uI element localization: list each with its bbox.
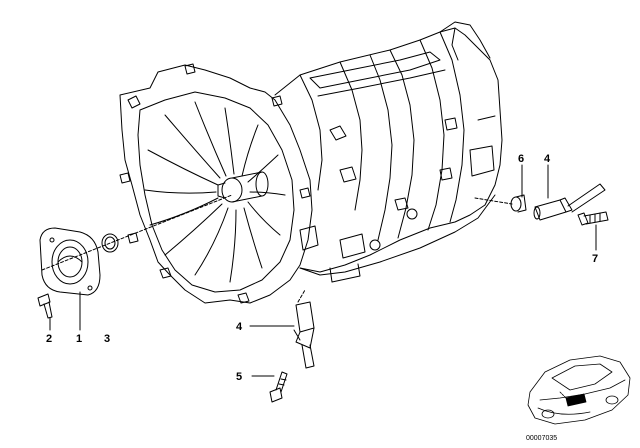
callout-3: 3: [104, 333, 110, 345]
bolt-part-5: [269, 371, 288, 403]
callout-2: 2: [46, 333, 52, 345]
screw-part-2: [37, 293, 53, 319]
callout-6: 6: [518, 153, 524, 165]
transmission-housing: [119, 21, 503, 304]
catalog-number: 00007035: [526, 435, 557, 442]
callout-5: 5: [236, 371, 242, 383]
bushing-part-6: [510, 194, 527, 213]
callout-7: 7: [592, 253, 598, 265]
leader-lines: [49, 164, 597, 377]
speed-sensor-part-4-lower: [293, 301, 315, 369]
callout-4-lower: 4: [236, 321, 243, 333]
cover-seal-part-1: [39, 227, 101, 296]
callout-1: 1: [76, 333, 82, 345]
bolt-part-7: [577, 211, 609, 226]
callout-4-upper: 4: [544, 153, 551, 165]
assembly-lines: [41, 194, 513, 303]
car-thumbnail-icon: [527, 355, 631, 425]
o-ring-part-3: [101, 233, 119, 253]
speed-sensor-part-4-upper: [533, 183, 606, 221]
